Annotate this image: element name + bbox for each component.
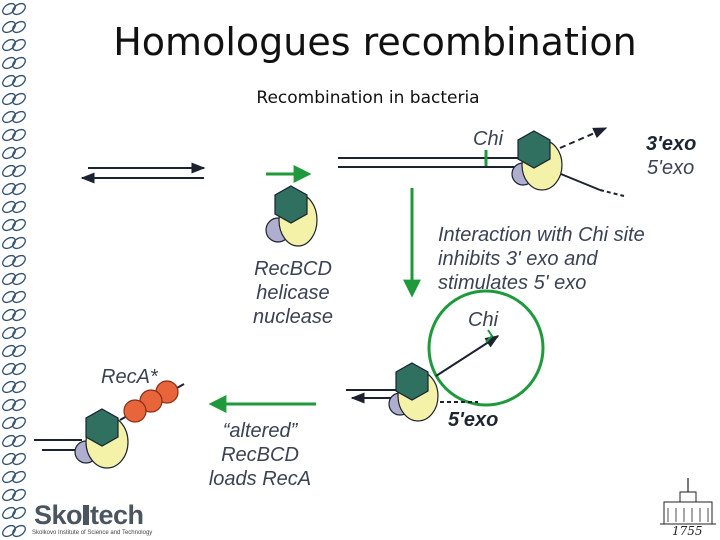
dsdna-initial <box>80 162 206 184</box>
logo-name-suffix: tech <box>90 500 144 530</box>
logo-l-glyph <box>83 505 90 525</box>
altered-label-line: loads RecA <box>208 468 312 490</box>
altered-label-line: “altered” <box>222 420 298 442</box>
recbcd-entering <box>265 165 318 247</box>
exo5-label-bottom: 5'exo <box>448 409 499 431</box>
university-year: 1755 <box>672 524 703 538</box>
university-badge-icon <box>660 478 716 525</box>
interaction-label-line: inhibits 3' exo and <box>438 248 598 270</box>
interaction-label-line: Interaction with Chi site <box>438 224 645 246</box>
dsdna-chi-site <box>338 127 625 197</box>
slide-title: Homologues recombination <box>113 20 637 64</box>
chi-label-top: Chi <box>473 128 504 150</box>
recbcd-at-chi <box>346 289 545 422</box>
decorative-chain-border <box>0 0 28 540</box>
altered-label-line: RecBCD <box>221 444 299 466</box>
reca-label: RecA* <box>101 366 158 388</box>
skoltech-tagline: Skolkovo Institute of Science and Techno… <box>32 530 153 536</box>
slide-subtitle: Recombination in bacteria <box>256 88 480 108</box>
logo-name-prefix: Sko <box>34 500 83 530</box>
interaction-label-line: stimulates 5' exo <box>438 272 587 294</box>
exo5-label-top: 5'exo <box>647 157 695 179</box>
recbcd-label-line: helicase <box>256 282 330 304</box>
recbcd-label-line: RecBCD <box>254 258 332 280</box>
exo3-label: 3'exo <box>646 133 697 155</box>
reca-loading <box>34 380 185 469</box>
chi-label-circle: Chi <box>468 309 499 331</box>
recbcd-label-line: nuclease <box>252 306 334 328</box>
